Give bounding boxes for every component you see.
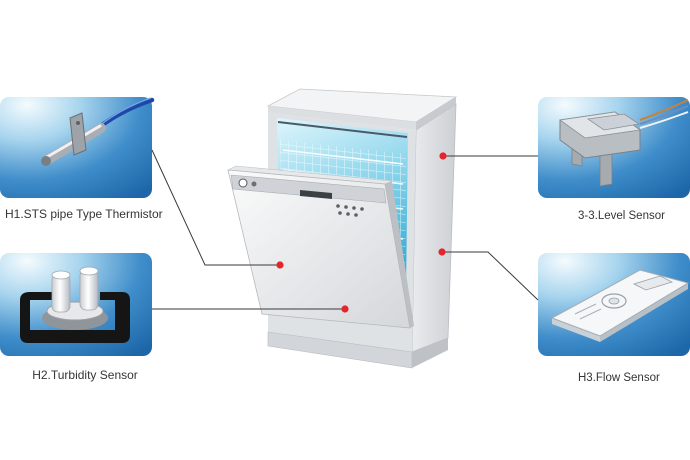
dishwasher-top-side-edge [416,97,456,130]
control-display [300,190,332,199]
sensor-card-h3-flow [538,253,690,356]
dishwasher-top-front-edge [268,106,416,130]
flow-sensor-icon [550,269,690,342]
turbidity-sensor-icon [20,266,130,343]
dishwasher-side-panel [411,103,457,353]
label-h1-thermistor: H1.STS pipe Type Thermistor [5,207,163,221]
power-knob-icon [238,178,248,188]
sensor-card-h2-turbidity [0,253,152,356]
sensor-card-h1-thermistor [0,97,155,198]
dishwasher-kickplate-side [412,338,448,368]
thermistor-icon [41,97,155,166]
callout-dot-h1-thermistor [276,261,284,269]
sensor-card-level [538,97,690,198]
program-knob-icon [251,181,257,187]
control-buttons [336,204,364,217]
dishwasher-door [226,165,414,329]
callout-line-h3-flow [442,251,539,301]
dishwasher-illustration [226,88,458,369]
door-panel [227,169,411,329]
control-panel [230,174,387,204]
callout-dot-h3-flow [438,248,446,256]
callout-dot-h2-turbidity [341,305,349,313]
label-h3-flow: H3.Flow Sensor [578,372,660,384]
callout-dot-level [439,152,447,160]
label-h2-turbidity: H2.Turbidity Sensor [32,368,138,382]
callout-line-h1-thermistor [151,149,280,266]
door-side-edge [385,181,414,328]
label-level: 3-3.Level Sensor [578,210,665,222]
level-sensor-icon [558,99,689,187]
